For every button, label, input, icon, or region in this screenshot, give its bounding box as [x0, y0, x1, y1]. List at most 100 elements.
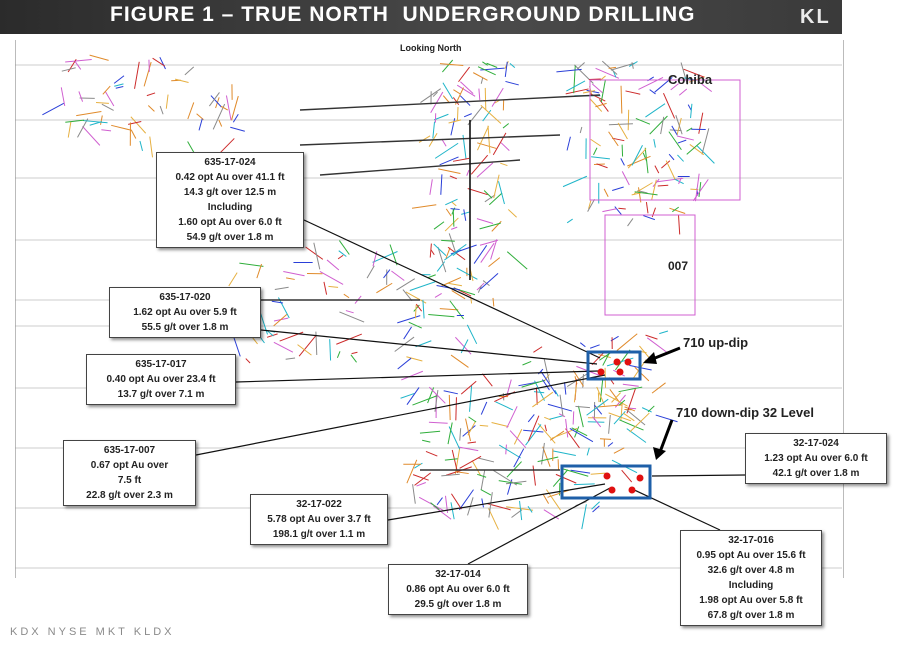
drill-trace [418, 135, 431, 143]
drill-trace [592, 83, 603, 94]
drill-trace [273, 314, 288, 327]
drill-trace [500, 142, 510, 151]
drill-trace [111, 124, 132, 131]
drill-trace [225, 95, 232, 121]
drill-trace [422, 439, 431, 443]
drill-trace [690, 103, 693, 119]
drill-trace [149, 136, 154, 158]
callout-leader [195, 374, 606, 456]
drill-trace [686, 141, 702, 155]
drill-trace [434, 142, 459, 159]
drill-trace [586, 447, 590, 456]
drill-trace [631, 145, 643, 166]
drill-trace [130, 116, 147, 134]
drift-line [319, 159, 521, 176]
drift-line [299, 94, 601, 111]
drill-trace [450, 118, 456, 136]
assay-line: 13.7 g/t over 7.1 m [117, 389, 205, 400]
callout-leader [651, 474, 746, 477]
drill-trace [677, 139, 687, 144]
drill-trace [698, 112, 704, 134]
drill-trace [645, 103, 666, 118]
drill-trace [509, 430, 527, 449]
drill-trace [544, 416, 551, 421]
drill-trace [589, 344, 600, 349]
drill-trace [159, 105, 164, 115]
drill-trace [602, 208, 617, 213]
drill-trace [113, 75, 125, 84]
drill-trace [588, 78, 601, 81]
callout-leader [467, 487, 611, 565]
drill-trace [484, 194, 496, 203]
callout-leaders [195, 219, 746, 565]
hole-id: 635-17-020 [159, 292, 211, 303]
drill-trace [143, 61, 152, 87]
drill-trace [533, 346, 543, 353]
drill-trace [651, 207, 656, 218]
drill-trace [581, 504, 587, 530]
drill-trace [456, 267, 478, 280]
assay-line: 1.60 opt Au over 6.0 ft [178, 217, 282, 228]
drill-trace [592, 416, 602, 428]
drill-trace [480, 242, 495, 263]
drill-trace [498, 444, 521, 459]
drill-trace [525, 424, 542, 446]
drill-trace [621, 171, 630, 186]
drill-trace [551, 427, 578, 439]
drill-trace [422, 299, 425, 319]
drill-trace [432, 121, 436, 139]
assay-intercept-dot [597, 368, 605, 376]
drill-trace [634, 366, 650, 382]
down-dip-target-box [560, 464, 652, 500]
drill-trace [439, 156, 459, 166]
drill-trace [458, 66, 470, 83]
drill-trace [468, 416, 477, 423]
drill-trace [455, 336, 472, 355]
drill-trace [506, 406, 518, 429]
drill-trace [277, 297, 290, 319]
drill-trace [651, 179, 657, 200]
hole-id: 635-17-024 [204, 157, 256, 168]
drill-trace [114, 83, 124, 87]
drill-trace [420, 88, 442, 104]
drill-trace [455, 397, 457, 421]
drill-trace [345, 310, 354, 314]
drill-trace [462, 425, 476, 437]
drill-trace [619, 419, 644, 431]
drill-trace [587, 198, 596, 212]
drill-trace [459, 95, 471, 106]
drill-trace [366, 265, 375, 279]
drill-trace [445, 198, 458, 206]
drill-trace [566, 80, 586, 92]
drill-trace [328, 285, 339, 288]
drill-trace [428, 421, 448, 424]
drill-trace [480, 104, 502, 124]
drill-trace [187, 102, 195, 120]
drill-trace [245, 358, 251, 364]
zone-outline [589, 79, 741, 201]
drill-trace [701, 128, 710, 155]
drill-trace [480, 77, 484, 84]
callout-leader [387, 483, 606, 521]
drill-trace [326, 259, 340, 271]
drill-trace [450, 354, 469, 368]
drill-trace [686, 127, 693, 132]
drill-trace [486, 62, 498, 68]
assay-line: 198.1 g/t over 1.1 m [272, 529, 366, 540]
drill-trace [297, 344, 312, 356]
down-dip-label: 710 down-dip 32 Level [676, 405, 814, 420]
assay-line: 14.3 g/t over 12.5 m [183, 187, 277, 198]
drill-trace [313, 242, 321, 270]
drill-trace [101, 103, 114, 111]
assay-line: 1.98 opt Au over 5.8 ft [699, 595, 803, 606]
drill-trace [413, 304, 420, 312]
drill-trace [406, 356, 423, 362]
drill-trace [608, 131, 619, 147]
drill-trace [675, 115, 683, 135]
drill-trace [543, 509, 560, 520]
drill-trace [433, 221, 445, 230]
drill-trace [532, 391, 554, 408]
callout-32-17-016: 32-17-016 0.95 opt Au over 15.6 ft 32.6 … [680, 530, 822, 626]
drill-trace [621, 469, 633, 483]
drill-trace [523, 429, 544, 433]
